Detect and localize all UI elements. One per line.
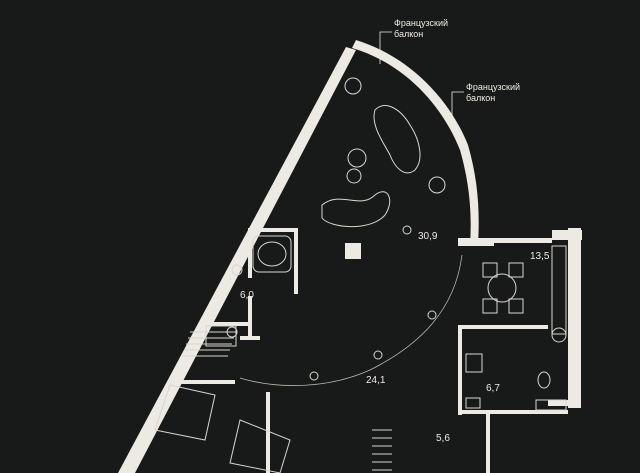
area-hall: 24,1: [366, 375, 386, 386]
area-bathroom: 6,0: [240, 290, 254, 301]
sofa-curved: [321, 105, 421, 228]
bathroom2-fixtures: [465, 353, 567, 411]
callout-line1: Французский: [394, 18, 448, 28]
area-living: 30,9: [418, 231, 438, 242]
bathtub: [205, 235, 292, 347]
fireplace-icon: [345, 243, 361, 259]
area-bathroom-2: 6,7: [486, 383, 500, 394]
interior-walls: [175, 228, 568, 473]
callout-lines: [379, 31, 464, 130]
living-arc: [239, 254, 463, 386]
dining-table: [482, 245, 567, 343]
exterior-walls: [118, 40, 582, 473]
area-closet: 5,6: [436, 433, 450, 444]
plant-icon: [344, 77, 446, 194]
area-kitchen: 13,5: [530, 251, 550, 262]
callout-line1: Французский: [466, 82, 520, 92]
wardrobe-hatching: [182, 331, 392, 471]
callout-line2: балкон: [394, 29, 424, 39]
callout-french-balcony-1: Французский балкон: [394, 18, 448, 40]
balcony-windows: [359, 53, 467, 239]
callout-line2: балкон: [466, 93, 496, 103]
bed: [154, 384, 291, 473]
callout-french-balcony-2: Французский балкон: [466, 82, 520, 104]
lamp-icons: [309, 225, 437, 381]
